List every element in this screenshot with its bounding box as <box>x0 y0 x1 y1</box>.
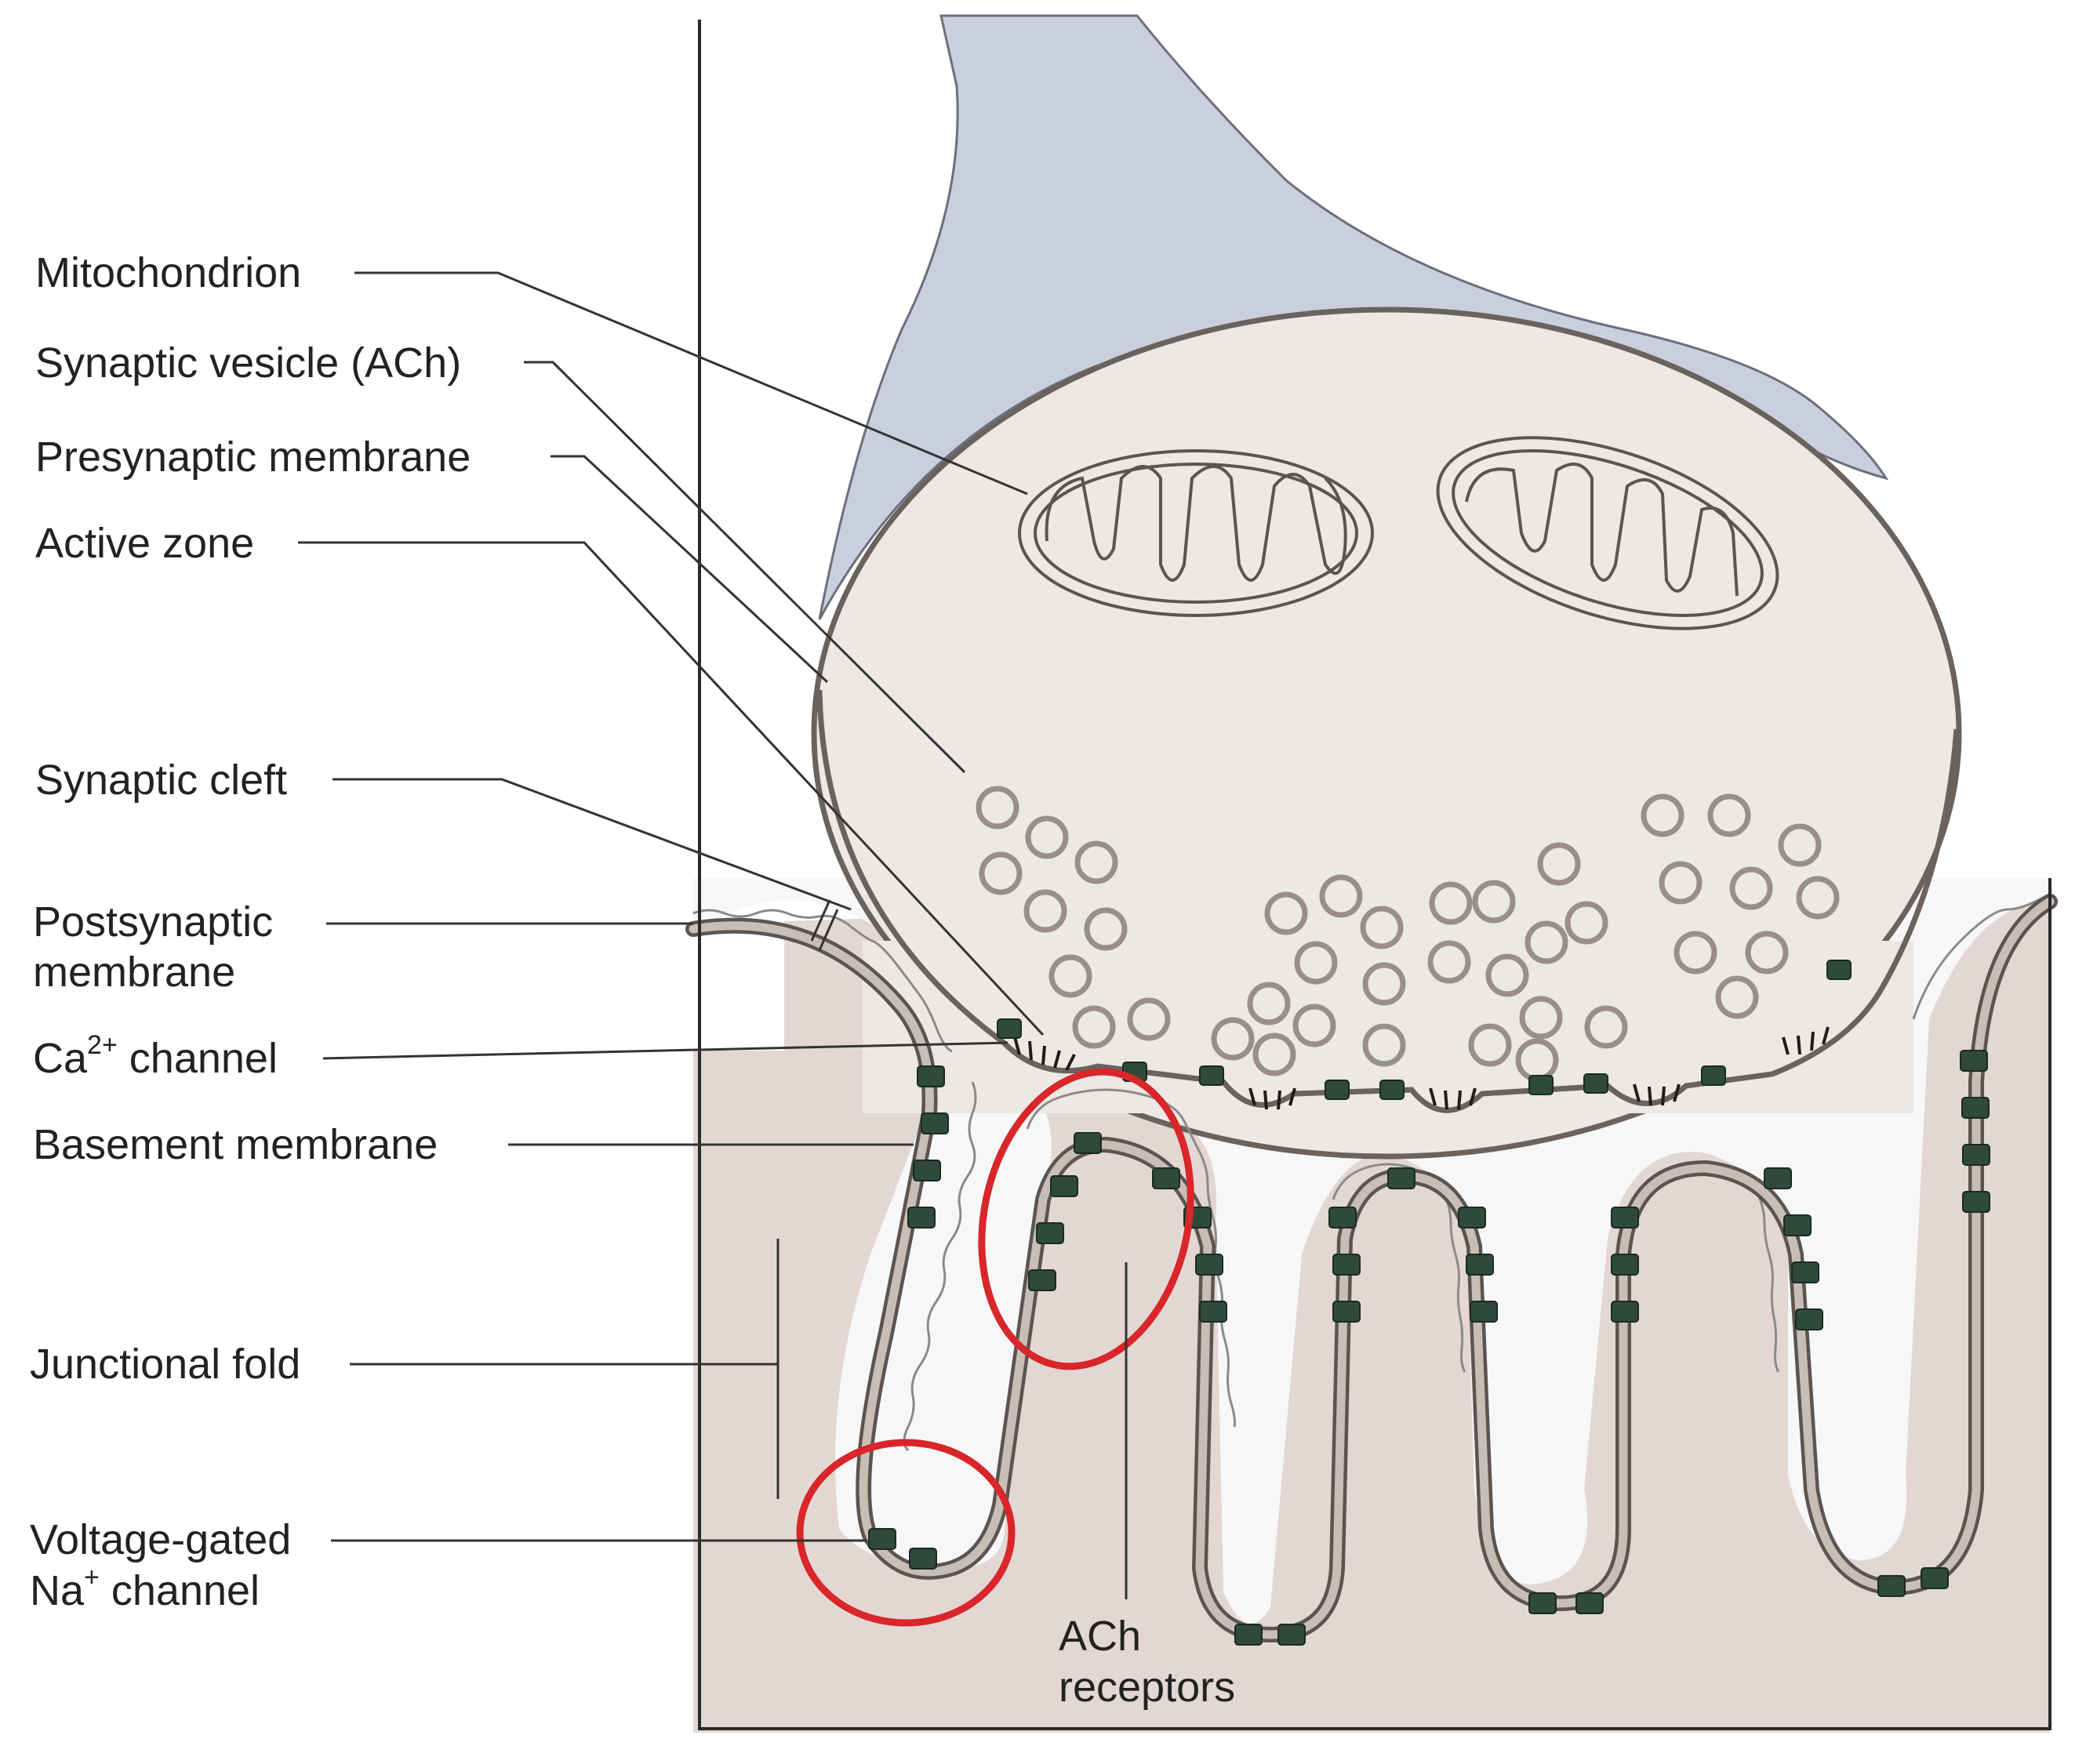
label-ach-receptors-line1: ACh <box>1059 1613 1141 1660</box>
presynaptic-membrane-line <box>816 689 1960 1113</box>
label-active-zone: Active zone <box>35 520 254 567</box>
label-basement-membrane: Basement membrane <box>33 1121 438 1168</box>
label-synaptic-cleft: Synaptic cleft <box>35 757 287 804</box>
ach-receptors <box>907 1050 1990 1330</box>
mitochondrion-left <box>1018 449 1374 617</box>
mitochondrion-right <box>1436 436 1779 630</box>
highlight-circle-ach <box>978 1068 1194 1370</box>
label-mitochondrion: Mitochondrion <box>35 249 301 296</box>
label-postsynaptic-line1: Postsynaptic <box>33 898 273 946</box>
basement-membrane <box>692 892 2051 1452</box>
label-junctional-fold: Junctional fold <box>30 1341 300 1388</box>
label-synaptic-vesicle: Synaptic vesicle (ACh) <box>35 339 461 387</box>
label-na-channel-line1: Voltage-gated <box>30 1516 291 1563</box>
label-ach-receptors-line2: receptors <box>1059 1664 1235 1711</box>
na-channels <box>868 1528 1949 1646</box>
label-postsynaptic-line2: membrane <box>33 949 235 996</box>
leader-lines <box>298 271 1128 1599</box>
active-zone-densities <box>1013 1026 1830 1110</box>
label-ca-channel: Ca2+ channel <box>33 1030 278 1082</box>
synaptic-vesicles <box>976 786 1840 1082</box>
highlight-circle-na <box>796 1439 1016 1627</box>
label-na-channel-line2: Na+ channel <box>30 1563 260 1614</box>
label-presynaptic-membrane: Presynaptic membrane <box>35 434 471 481</box>
diagram-frame-border <box>698 20 2051 1730</box>
postsynaptic-membrane-inner <box>689 897 2055 1639</box>
